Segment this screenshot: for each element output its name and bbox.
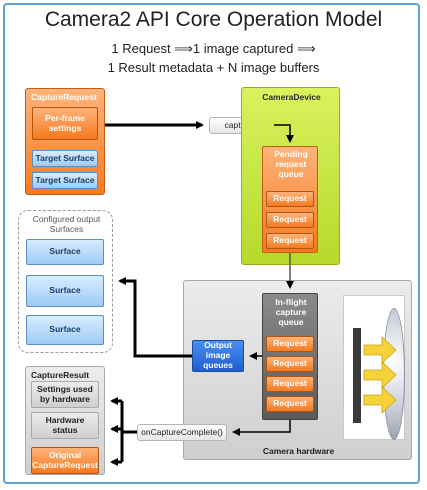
in-flight-capture-queue: In-flight capture queue Request Request …: [262, 293, 318, 420]
image-sensor-icon: [353, 328, 361, 423]
arrow-inflight-to-complete: [232, 420, 291, 436]
capture-request-block: CaptureRequest Per-frame settings Target…: [25, 88, 105, 195]
in-flight-request-4: Request: [266, 396, 314, 412]
in-flight-queue-label: In-flight capture queue: [275, 297, 307, 327]
settings-used-by-hardware: Settings used by hardware: [31, 381, 99, 408]
target-surface-1: Target Surface: [32, 150, 98, 167]
surface-1: Surface: [26, 239, 104, 265]
configured-surfaces-group: Configured output Surfaces Surface Surfa…: [18, 210, 113, 353]
configured-surfaces-header: Configured output Surfaces: [32, 214, 101, 235]
capture-result-header: CaptureResult: [31, 370, 90, 380]
surface-2: Surface: [26, 275, 104, 307]
subtitle-line-1: 1 Request ⟹1 image captured ⟹: [111, 41, 316, 56]
camera-hardware-label: Camera hardware: [262, 446, 335, 456]
pending-request-1: Request: [266, 191, 314, 207]
pending-request-queue: Pending request queue Request Request Re…: [262, 146, 318, 253]
pending-request-3: Request: [266, 233, 314, 249]
output-image-queues: Output image queues: [192, 340, 244, 372]
arrow-output-to-surfaces: [118, 277, 192, 358]
arrow-capture-to-queue: [274, 124, 294, 143]
pending-queue-label: Pending request queue: [274, 149, 308, 179]
on-capture-complete-call: onCaptureComplete(): [137, 424, 227, 441]
in-flight-request-2: Request: [266, 356, 314, 372]
in-flight-request-1: Request: [266, 336, 314, 352]
pending-request-2: Request: [266, 212, 314, 228]
light-rays-icon: [363, 336, 397, 414]
target-surface-2: Target Surface: [32, 172, 98, 189]
surface-3: Surface: [26, 315, 104, 345]
diagram-title: Camera2 API Core Operation Model: [44, 8, 383, 31]
original-capture-request: Original CaptureRequest: [31, 447, 99, 474]
in-flight-request-3: Request: [266, 376, 314, 392]
subtitle-line-2: 1 Result metadata + N image buffers: [107, 60, 320, 75]
capture-result-block: CaptureResult Settings used by hardware …: [25, 366, 105, 475]
per-frame-settings: Per-frame settings: [32, 107, 98, 140]
hardware-status: Hardware status: [31, 412, 99, 439]
capture-request-header: CaptureRequest: [31, 92, 97, 102]
camera-device-header: CameraDevice: [262, 92, 321, 102]
